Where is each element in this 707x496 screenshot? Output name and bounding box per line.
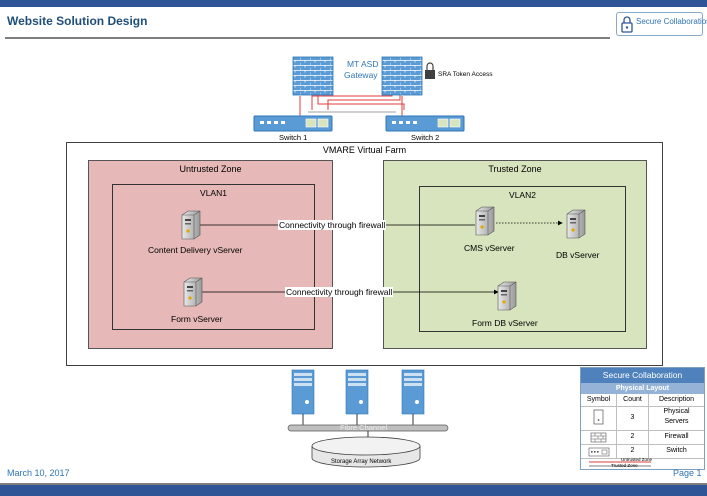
legend-desc-servers-1: Physical (663, 408, 690, 415)
firewall-1 (292, 56, 334, 96)
servers-diagram (181, 206, 586, 311)
bottom-bar (0, 485, 707, 496)
legend-header-symbol: Symbol (586, 396, 611, 403)
legend-count-firewall: 2 (630, 433, 635, 440)
legend-title: Secure Collaboration (581, 368, 704, 383)
switch-2-label: Switch 2 (411, 133, 440, 142)
footer-divider (0, 483, 707, 485)
connectivity-label-1: Connectivity through firewall (278, 220, 387, 230)
vlan1-label: VLAN1 (200, 188, 227, 198)
fibre-channel-label: Fibre Channel (340, 423, 388, 432)
vlan1-box: VLAN1 (112, 184, 315, 330)
network-diagram-top (253, 56, 465, 132)
legend-symbols (588, 409, 651, 467)
legend-header-count: Count (623, 396, 642, 403)
gateway-label-1: MT ASD (347, 59, 379, 69)
switch-2 (385, 115, 465, 132)
content-delivery-server-label: Content Delivery vServer (148, 245, 243, 255)
form-server-icon (183, 277, 203, 307)
legend-desc-firewall: Firewall (664, 433, 689, 440)
switch-1 (253, 115, 333, 132)
gateway-label-2: Gateway (344, 70, 378, 80)
legend-count-switch: 2 (630, 447, 635, 454)
legend-switch-icon (588, 447, 610, 457)
lock-icon (621, 16, 633, 33)
legend-header-description: Description (658, 396, 694, 403)
storage-array-label: Storage Array Network (331, 459, 392, 465)
trusted-zone-label: Trusted Zone (488, 164, 542, 174)
vlan2-label: VLAN2 (509, 190, 536, 200)
connectivity-label-2: Connectivity through firewall (285, 287, 394, 297)
vlan2-box: VLAN2 (419, 186, 626, 332)
db-server-label: DB vServer (556, 250, 600, 260)
physical-server-3 (401, 369, 425, 415)
form-db-server-icon (497, 281, 517, 311)
legend-count-servers: 3 (630, 414, 635, 421)
legend-trusted-zone: Trusted Zone (611, 463, 638, 468)
db-server-icon (566, 209, 586, 239)
untrusted-zone: Untrusted Zone (88, 160, 333, 349)
legend-desc-servers-2: Servers (664, 418, 689, 425)
legend-untrusted-zone: Untrusted Zone (621, 457, 653, 462)
untrusted-zone-label: Untrusted Zone (179, 164, 242, 174)
top-bar (0, 0, 707, 7)
sra-lock-icon (425, 62, 435, 79)
legend-desc-switch: Switch (666, 447, 687, 454)
switch-1-label: Switch 1 (279, 133, 308, 142)
legend-zone-lines (589, 461, 651, 467)
page-number: Page 1 (673, 468, 702, 478)
logo-text: Secure Collaboration (636, 17, 707, 26)
firewall-2 (381, 56, 423, 96)
virtual-farm-label: VMARE Virtual Farm (322, 145, 407, 155)
legend-subtitle: Physical Layout (581, 383, 704, 394)
physical-server-2 (345, 369, 369, 415)
sra-token-label: SRA Token Access (438, 71, 493, 78)
secure-collaboration-logo: Secure Collaboration (616, 12, 707, 36)
legend-server-icon (593, 409, 604, 425)
form-server-label: Form vServer (171, 314, 223, 324)
trusted-zone: Trusted Zone (383, 160, 647, 349)
legend-firewall-icon (590, 432, 607, 443)
footer-date: March 10, 2017 (7, 468, 70, 478)
content-delivery-server-icon (181, 210, 201, 240)
page-title: Website Solution Design (7, 14, 148, 28)
storage-diagram (287, 369, 449, 468)
storage-array-network (311, 436, 421, 468)
form-db-server-label: Form DB vServer (472, 318, 538, 328)
cms-server-label: CMS vServer (464, 243, 515, 253)
legend-table: Secure Collaboration Physical Layout Sym… (580, 367, 705, 470)
cms-server-icon (475, 206, 495, 236)
header-divider (5, 37, 610, 39)
physical-server-1 (291, 369, 315, 415)
